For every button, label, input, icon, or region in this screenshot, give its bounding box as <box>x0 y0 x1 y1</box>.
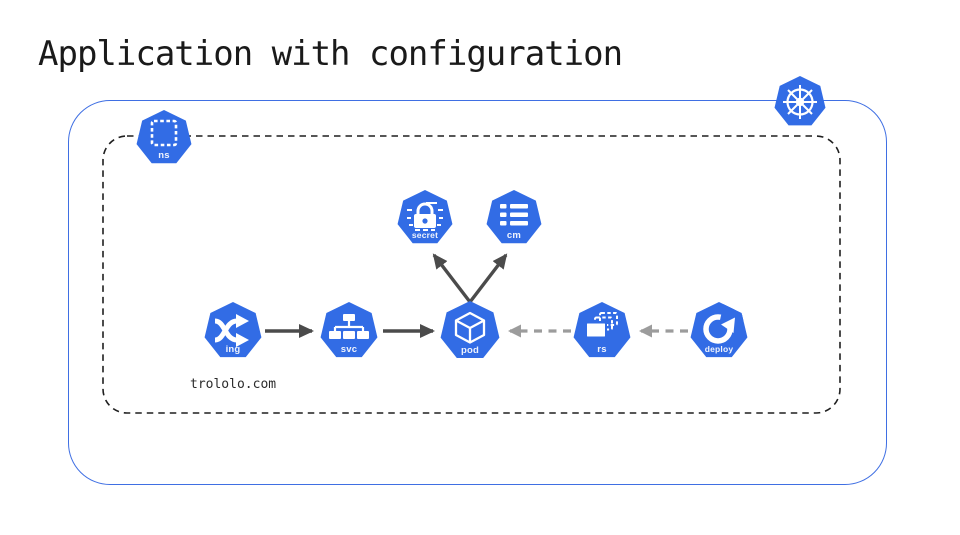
pod-node: pod <box>440 301 500 361</box>
pod-heptagon: pod <box>440 301 500 358</box>
hostname-annotation: trololo.com <box>190 377 277 392</box>
ingress-node: ing <box>204 302 262 360</box>
secret-heptagon: secret <box>397 190 453 244</box>
node-label: deploy <box>704 344 734 354</box>
list-lines-icon <box>500 204 528 226</box>
replicaset-node: rs <box>573 302 631 360</box>
service-node: svc <box>320 302 378 360</box>
node-label: rs <box>597 344 607 355</box>
padlock-icon <box>407 202 443 231</box>
namespace-node: ns <box>136 110 192 166</box>
node-label: ing <box>225 344 241 355</box>
deployment-node: deploy <box>690 302 748 360</box>
kubernetes-heptagon <box>774 76 826 126</box>
node-label: secret <box>411 230 439 240</box>
namespace-heptagon: ns <box>136 110 192 164</box>
crossing-arrows-icon <box>214 314 249 347</box>
replicaset-heptagon: rs <box>573 302 631 358</box>
node-label: pod <box>460 345 479 356</box>
deployment-heptagon: deploy <box>690 302 748 358</box>
node-label: cm <box>506 230 522 241</box>
service-heptagon: svc <box>320 302 378 358</box>
stacked-rectangles-icon <box>585 312 618 339</box>
node-label: ns <box>158 150 170 161</box>
kubernetes-helm-wheel-icon <box>783 85 817 119</box>
page-title: Application with configuration <box>38 34 623 74</box>
namespace-icon <box>150 119 178 147</box>
kubernetes-logo-node <box>774 76 826 128</box>
node-label: svc <box>340 344 358 355</box>
configmap-node: cm <box>486 190 542 246</box>
ingress-heptagon: ing <box>204 302 262 358</box>
cube-icon <box>454 311 486 344</box>
secret-node: secret <box>397 190 453 246</box>
circular-arrow-icon <box>703 302 748 344</box>
configmap-heptagon: cm <box>486 190 542 244</box>
network-tree-icon <box>329 314 369 339</box>
